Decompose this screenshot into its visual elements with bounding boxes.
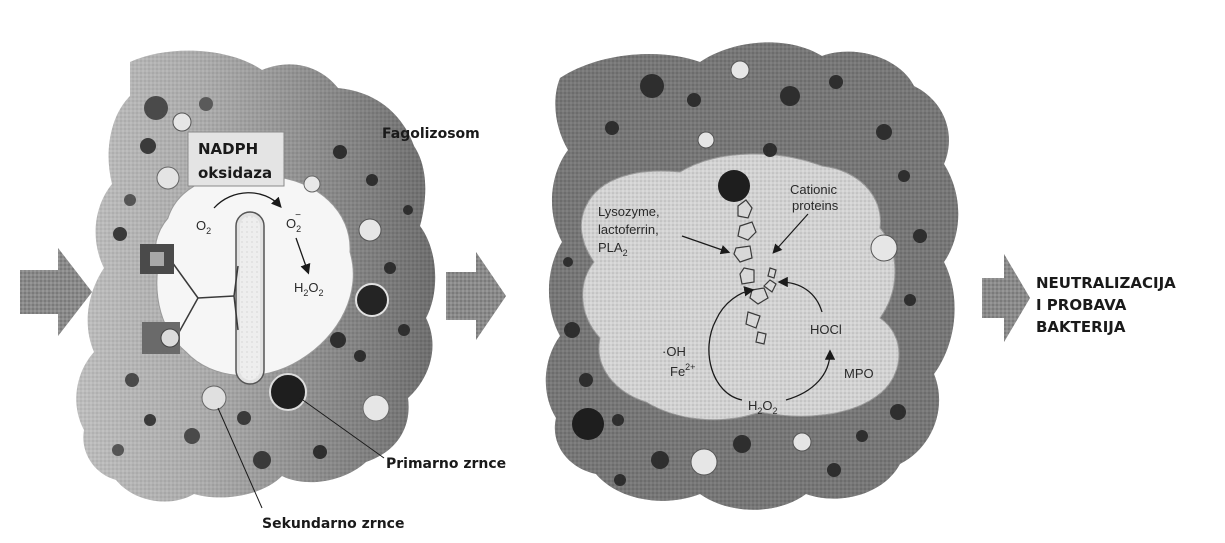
- cationic-label-line2: proteins: [792, 198, 839, 213]
- oh-label: ·OH: [662, 344, 686, 359]
- sekundarno-zrnce-label: Sekundarno zrnce: [262, 516, 404, 532]
- nadph-label-line2: oksidaza: [198, 164, 272, 182]
- hocl-label: HOCl: [810, 322, 842, 337]
- result-line3: BAKTERIJA: [1036, 318, 1126, 336]
- result-line1: NEUTRALIZACIJA: [1036, 274, 1176, 292]
- left-cell: NADPH oksidaza O2 O2− H2O2 Fagolizosom P…: [76, 51, 506, 532]
- middle-arrow: [446, 252, 506, 340]
- lactoferrin-label: lactoferrin,: [598, 222, 659, 237]
- right-cell: Cationic proteins Lysozyme, lactoferrin,…: [546, 42, 958, 509]
- cationic-label-line1: Cationic: [790, 182, 837, 197]
- entry-arrow: [20, 248, 92, 336]
- primarno-zrnce-label: Primarno zrnce: [386, 456, 506, 472]
- bacterium-rod: [236, 212, 264, 384]
- mpo-label: MPO: [844, 366, 874, 381]
- result-line2: I PROBAVA: [1036, 296, 1127, 314]
- nadph-label-line1: NADPH: [198, 140, 258, 158]
- lysozyme-label: Lysozyme,: [598, 204, 660, 219]
- receptor-block-upper: [140, 244, 174, 274]
- receptor-block-lower: [142, 322, 180, 354]
- fagolizosom-label: Fagolizosom: [382, 126, 480, 142]
- result-arrow: [982, 254, 1030, 342]
